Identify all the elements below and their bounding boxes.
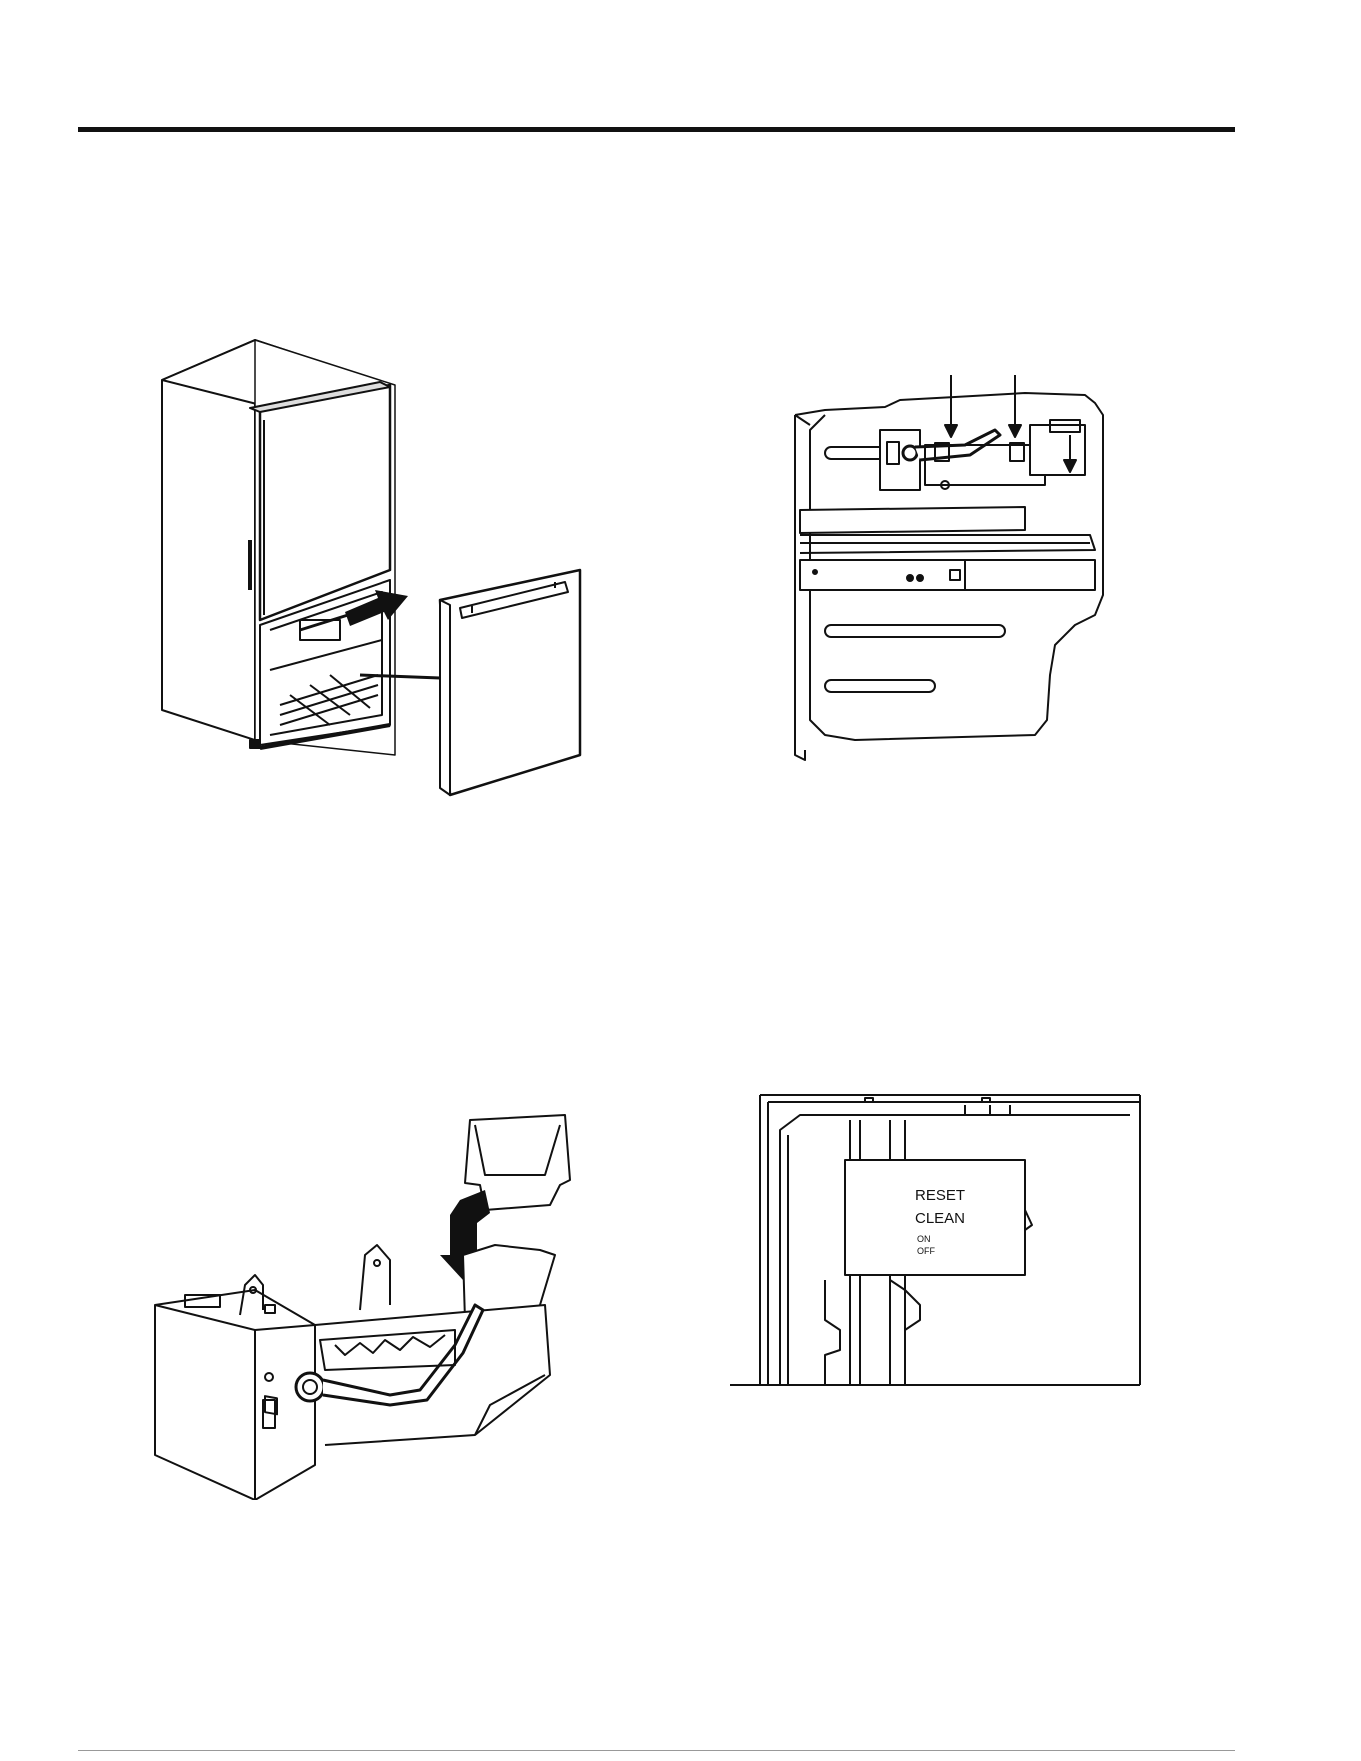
reset-label: RESET — [915, 1187, 965, 1204]
header-rule — [78, 127, 1235, 132]
icemaker-control-panel-figure: RESET CLEAN ON OFF — [730, 1090, 1150, 1410]
icemaker-control-panel-drawing: RESET CLEAN ON OFF — [730, 1090, 1150, 1410]
on-label: ON — [917, 1234, 931, 1244]
fridge-drawer-figure — [150, 330, 610, 800]
icemaker-compartment-figure — [785, 375, 1120, 775]
fridge-drawer-drawing — [150, 330, 610, 800]
off-label: OFF — [917, 1246, 935, 1256]
footer-rule — [78, 1750, 1235, 1751]
icemaker-assembly-drawing — [145, 1105, 590, 1500]
icemaker-compartment-drawing — [785, 375, 1120, 775]
clean-label: CLEAN — [915, 1210, 965, 1227]
icemaker-assembly-figure — [145, 1105, 590, 1500]
